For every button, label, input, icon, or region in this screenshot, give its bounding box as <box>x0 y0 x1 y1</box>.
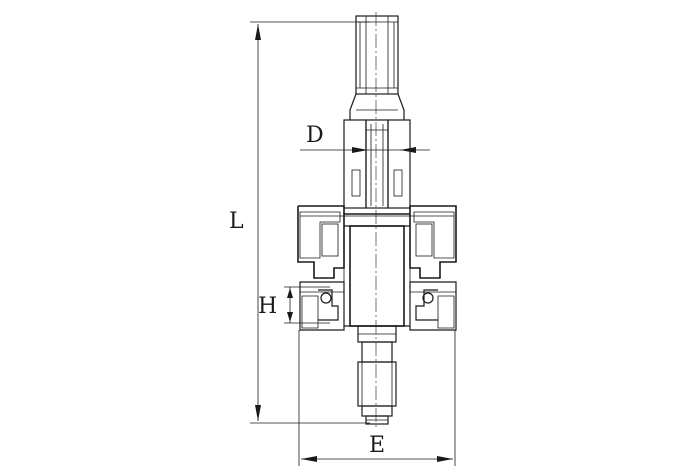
drive-housing <box>297 205 457 279</box>
upper-housing <box>343 119 411 209</box>
dimension-width: E <box>298 330 456 466</box>
length-label: L <box>229 209 244 234</box>
height-label: H <box>258 294 277 319</box>
dimension-length: L <box>229 21 370 424</box>
dimension-diameter: D <box>300 123 430 153</box>
dimension-height: H <box>258 286 330 324</box>
pinion-gear <box>343 225 411 327</box>
lower-shaft <box>357 325 397 425</box>
splined-shaft <box>349 15 405 120</box>
clutch-assembly <box>299 281 457 331</box>
diameter-label: D <box>306 123 324 148</box>
width-label: E <box>369 433 385 458</box>
